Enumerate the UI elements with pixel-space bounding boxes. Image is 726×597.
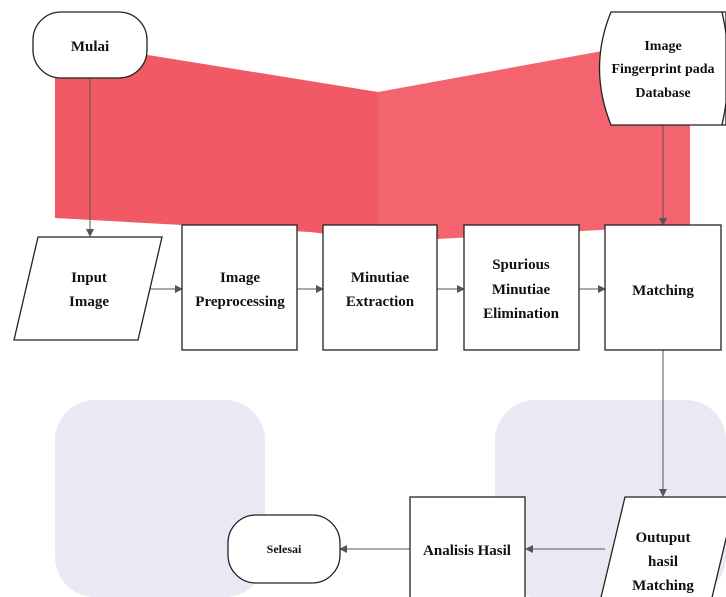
database-label-3: Database [635,86,690,101]
preprocessing-shape [181,224,298,351]
minutiae-extraction-shape [322,224,438,351]
database-label-1: Image [644,39,681,54]
database-label-2: Fingerprint pada [611,62,714,77]
mulai-label: Mulai [71,39,109,55]
selesai-shape [227,514,341,584]
output-matching-label-3: Matching [632,578,694,594]
matching-shape [604,224,722,351]
minutiae-extraction-label-2: Extraction [346,294,415,310]
node-spurious-elimination: Spurious Minutiae Elimination [463,224,580,351]
spurious-elimination-label-1: Spurious [492,257,550,273]
matching-label: Matching [632,283,694,299]
analisis-hasil-shape [409,496,526,597]
database-curve [721,11,726,126]
node-selesai: Selesai [227,514,341,584]
input-image-shape [13,236,163,341]
watermark-gray-left [55,400,265,597]
analisis-hasil-label: Analisis Hasil [423,543,511,559]
spurious-elimination-shape [463,224,580,351]
preprocessing-label-1: Image [220,270,260,286]
spurious-elimination-label-3: Elimination [483,306,560,322]
watermark-red-left-page [55,40,378,240]
input-image-label-1: Input [71,270,107,286]
node-minutiae-extraction: Minutiae Extraction [322,224,438,351]
input-image-label-2: Image [69,294,109,310]
output-matching-label-1: Outuput [635,530,690,546]
output-matching-label-2: hasil [648,554,678,570]
connectors [86,78,667,553]
minutiae-extraction-label-1: Minutiae [351,270,410,286]
node-preprocessing: Image Preprocessing [181,224,298,351]
spurious-elimination-label-2: Minutiae [492,282,551,298]
node-matching: Matching [604,224,722,351]
node-input-image: Input Image [13,236,163,341]
output-matching-shape [600,496,726,597]
database-shape [598,11,726,126]
node-analisis-hasil: Analisis Hasil [409,496,526,597]
node-mulai: Mulai [32,11,148,79]
node-database: Image Fingerprint pada Database [598,11,726,126]
node-output-matching: Outuput hasil Matching [600,496,726,597]
selesai-label: Selesai [267,542,302,556]
mulai-shape [32,11,148,79]
preprocessing-label-2: Preprocessing [195,294,285,310]
